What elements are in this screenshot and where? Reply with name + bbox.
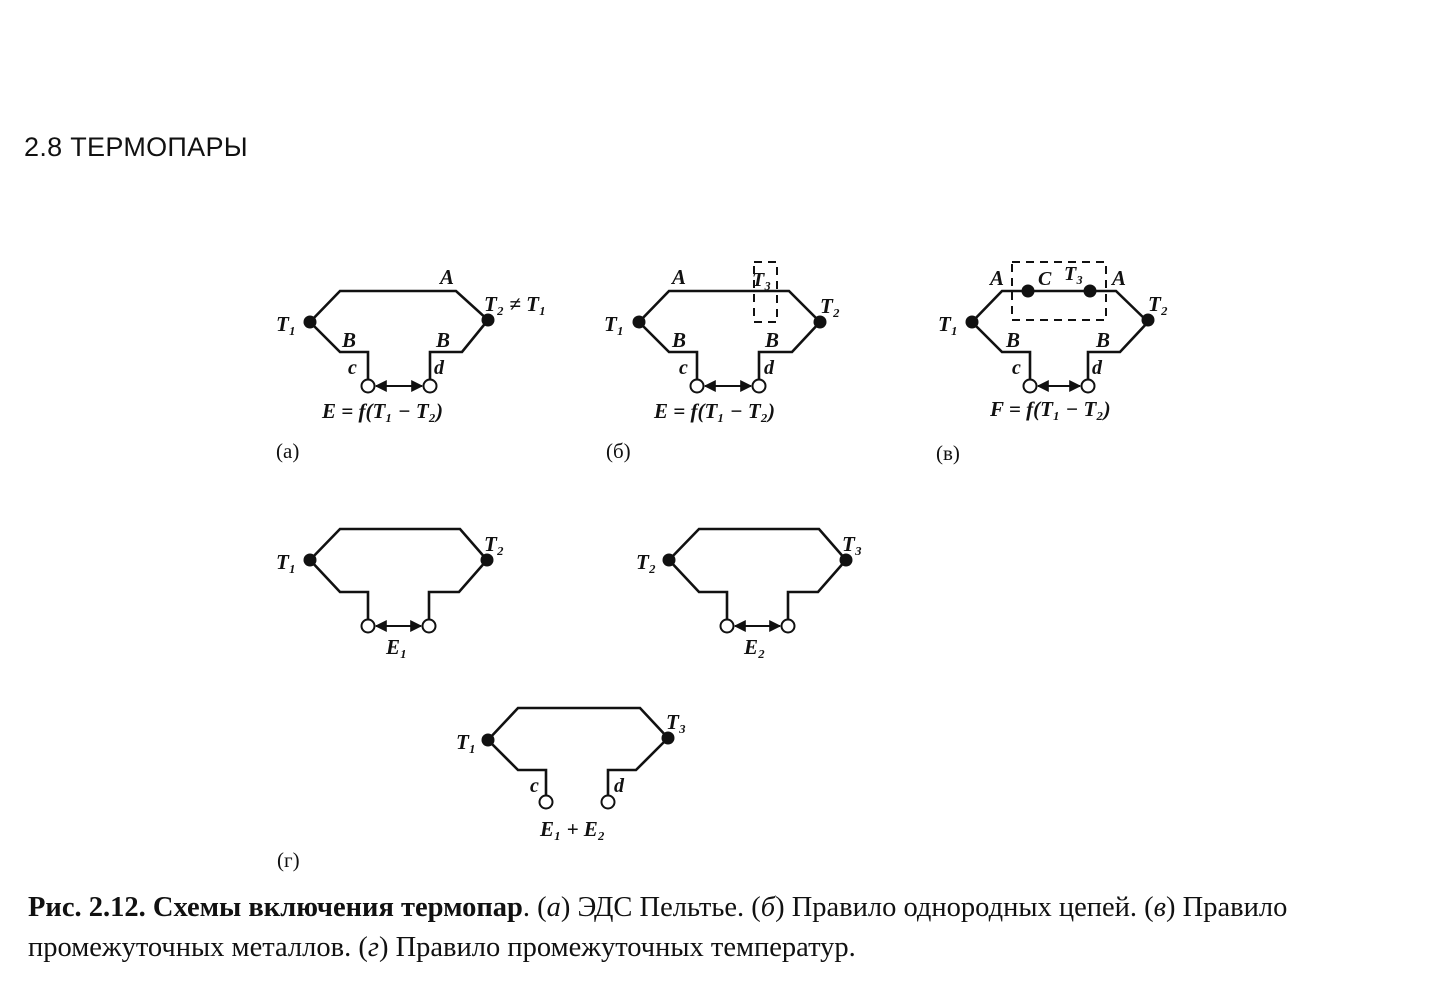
panel-b-temp-left: T₁ [604,312,624,336]
panel-a: A B B c d T₁ T₂ ≠ T₁ E = f(T₁ − T₂) (а) [276,265,546,463]
panel-g3-terminal-d [600,794,616,810]
caption-figure-title: Схемы включения термопар [152,892,523,923]
panel-v-junction-right [1141,313,1155,327]
panel-g2-junction-right [839,553,853,567]
thermocouple-diagrams: A B B c d T₁ T₂ ≠ T₁ E = f(T₁ − T₂) (а) … [276,261,1168,872]
panel-a-tag: (а) [276,439,299,463]
panel-a-junction-right [481,313,495,327]
panel-g2-terminal-right [780,618,796,634]
panel-g1-terminal-left [360,618,376,634]
panel-b-wire-top-label: A [670,265,686,289]
panel-v-temperature-zone [1011,261,1107,321]
panel-g2-temp-left: T₂ [636,550,656,574]
panel-g3-lead-d: d [614,775,625,797]
caption-tag-a: а [546,892,561,923]
panel-b-lead-c: c [679,357,688,379]
panel-g2-terminal-left [719,618,735,634]
caption-desc-b: ) Правило однородных цепей. ( [775,892,1154,923]
panel-v-terminal-d [1080,378,1096,394]
panel-g2-emf: E₂ [743,635,765,659]
panel-b-circuit [637,289,822,384]
panel-b-junction-right [813,315,827,329]
panel-b-formula: E = f(T₁ − T₂) [653,399,775,423]
panel-a-wire-top-label: A [438,265,454,289]
panel-b: A T₃ B B c d T₁ T₂ E = f(T₁ − T₂) (б) [604,261,840,463]
figure-caption: Рис. 2.12. Схемы включения термопар. (а)… [28,888,1423,968]
panel-g3-terminal-c [538,794,554,810]
panel-v-temp-right: T₂ [1148,292,1168,316]
panel-g1-temp-right: T₂ [484,532,504,556]
panel-b-terminal-c [689,378,705,394]
panel-g2-junction-left [662,553,676,567]
panel-a-circuit [308,289,490,384]
panel-a-lead-c: c [348,357,357,379]
panel-b-zone-temp: T₃ [752,269,771,291]
panel-g3-temp-right: T₃ [666,710,686,734]
panel-b-tag: (б) [606,439,631,463]
panel-a-terminal-d [422,378,438,394]
panel-g1-junction-left [303,553,317,567]
panel-g3-circuit [486,706,670,800]
panel-v: A C T₃ A B B c d T₁ T₂ F = f(T₁ − T₂) (в… [936,261,1168,465]
panel-a-junction-left [303,315,317,329]
panel-b-junction-left [632,315,646,329]
panel-g-tag: (г) [277,848,300,872]
panel-b-wire-left-label: B [671,328,686,352]
panel-g-circuit-2: T₂ T₃ E₂ [636,527,862,659]
panel-v-circuit [970,289,1150,384]
panel-g3-emf: E₁ + E₂ [539,817,605,841]
section-title: 2.8 ТЕРМОПАРЫ [24,132,248,162]
panel-a-lead-d: d [434,357,445,379]
caption-figure-number: Рис. 2.12. [28,892,146,923]
caption-desc-a: ) ЭДС Пельтье. ( [560,892,761,923]
panel-g3-junction-left [481,733,495,747]
panel-v-tag: (в) [936,441,960,465]
panel-b-wire-right-label: B [764,328,779,352]
panel-b-terminal-d [751,378,767,394]
panel-g3-temp-left: T₁ [456,730,476,754]
panel-g1-circuit [308,527,489,624]
caption-text-1: . ( [522,892,547,923]
panel-v-junction-left [965,315,979,329]
panel-v-wire-top-left-label: A [988,266,1004,290]
caption-desc-v: ) Правило промежуточных металлов. ( [28,892,1288,963]
panel-a-wire-right-label: B [435,328,450,352]
panel-v-wire-right-label: B [1095,328,1110,352]
panel-v-lead-c: c [1012,357,1021,379]
panel-g1-terminal-right [421,618,437,634]
panel-v-junction-mid-left [1021,284,1035,298]
panel-g1-temp-left: T₁ [276,550,296,574]
panel-a-formula: E = f(T₁ − T₂) [321,399,443,423]
caption-tag-b: б [760,892,776,923]
panel-a-terminal-c [360,378,376,394]
panel-b-temp-right: T₂ [820,294,840,318]
panel-v-wire-middle-label: C [1038,268,1052,290]
panel-g2-temp-right: T₃ [842,532,862,556]
panel-v-lead-d: d [1092,357,1103,379]
panel-g-circuit-1: T₁ T₂ E₁ [276,527,504,659]
panel-b-lead-d: d [764,357,775,379]
panel-v-temp-left: T₁ [938,312,958,336]
caption-tag-g: г [367,932,379,963]
panel-g2-circuit [667,527,848,624]
panel-a-temp-right: T₂ ≠ T₁ [484,292,546,316]
panel-v-wire-left-label: B [1005,328,1020,352]
caption-desc-g: ) Правило промежуточных температур. [378,932,856,963]
panel-g3-lead-c: c [530,775,539,797]
panel-g1-junction-right [480,553,494,567]
panel-v-terminal-c [1022,378,1038,394]
panel-g1-emf: E₁ [385,635,407,659]
panel-v-junction-mid-right [1083,284,1097,298]
panel-g-circuit-3: c d T₁ T₃ E₁ + E₂ [456,706,686,841]
panel-v-wire-top-right-label: A [1110,266,1126,290]
panel-g3-junction-right [661,731,675,745]
panel-v-zone-temp: T₃ [1064,263,1083,285]
panel-a-wire-left-label: B [341,328,356,352]
panel-v-formula: F = f(T₁ − T₂) [989,397,1111,421]
caption-tag-v: в [1153,892,1167,923]
panel-a-temp-left: T₁ [276,312,296,336]
